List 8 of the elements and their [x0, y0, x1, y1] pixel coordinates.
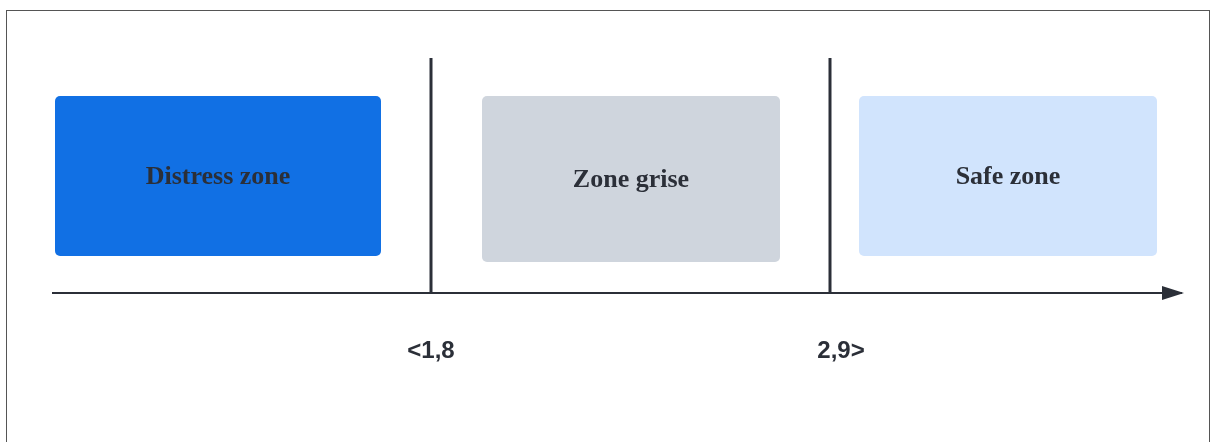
zone-box [482, 96, 780, 262]
threshold-value: 2,9> [817, 336, 865, 364]
zone-box [859, 96, 1157, 256]
zone-label: Zone grise [572, 164, 690, 194]
zone-label: Distress zone [145, 161, 291, 191]
zone-box [55, 96, 381, 256]
zone-label: Safe zone [955, 161, 1061, 191]
threshold-value: <1,8 [407, 336, 455, 364]
